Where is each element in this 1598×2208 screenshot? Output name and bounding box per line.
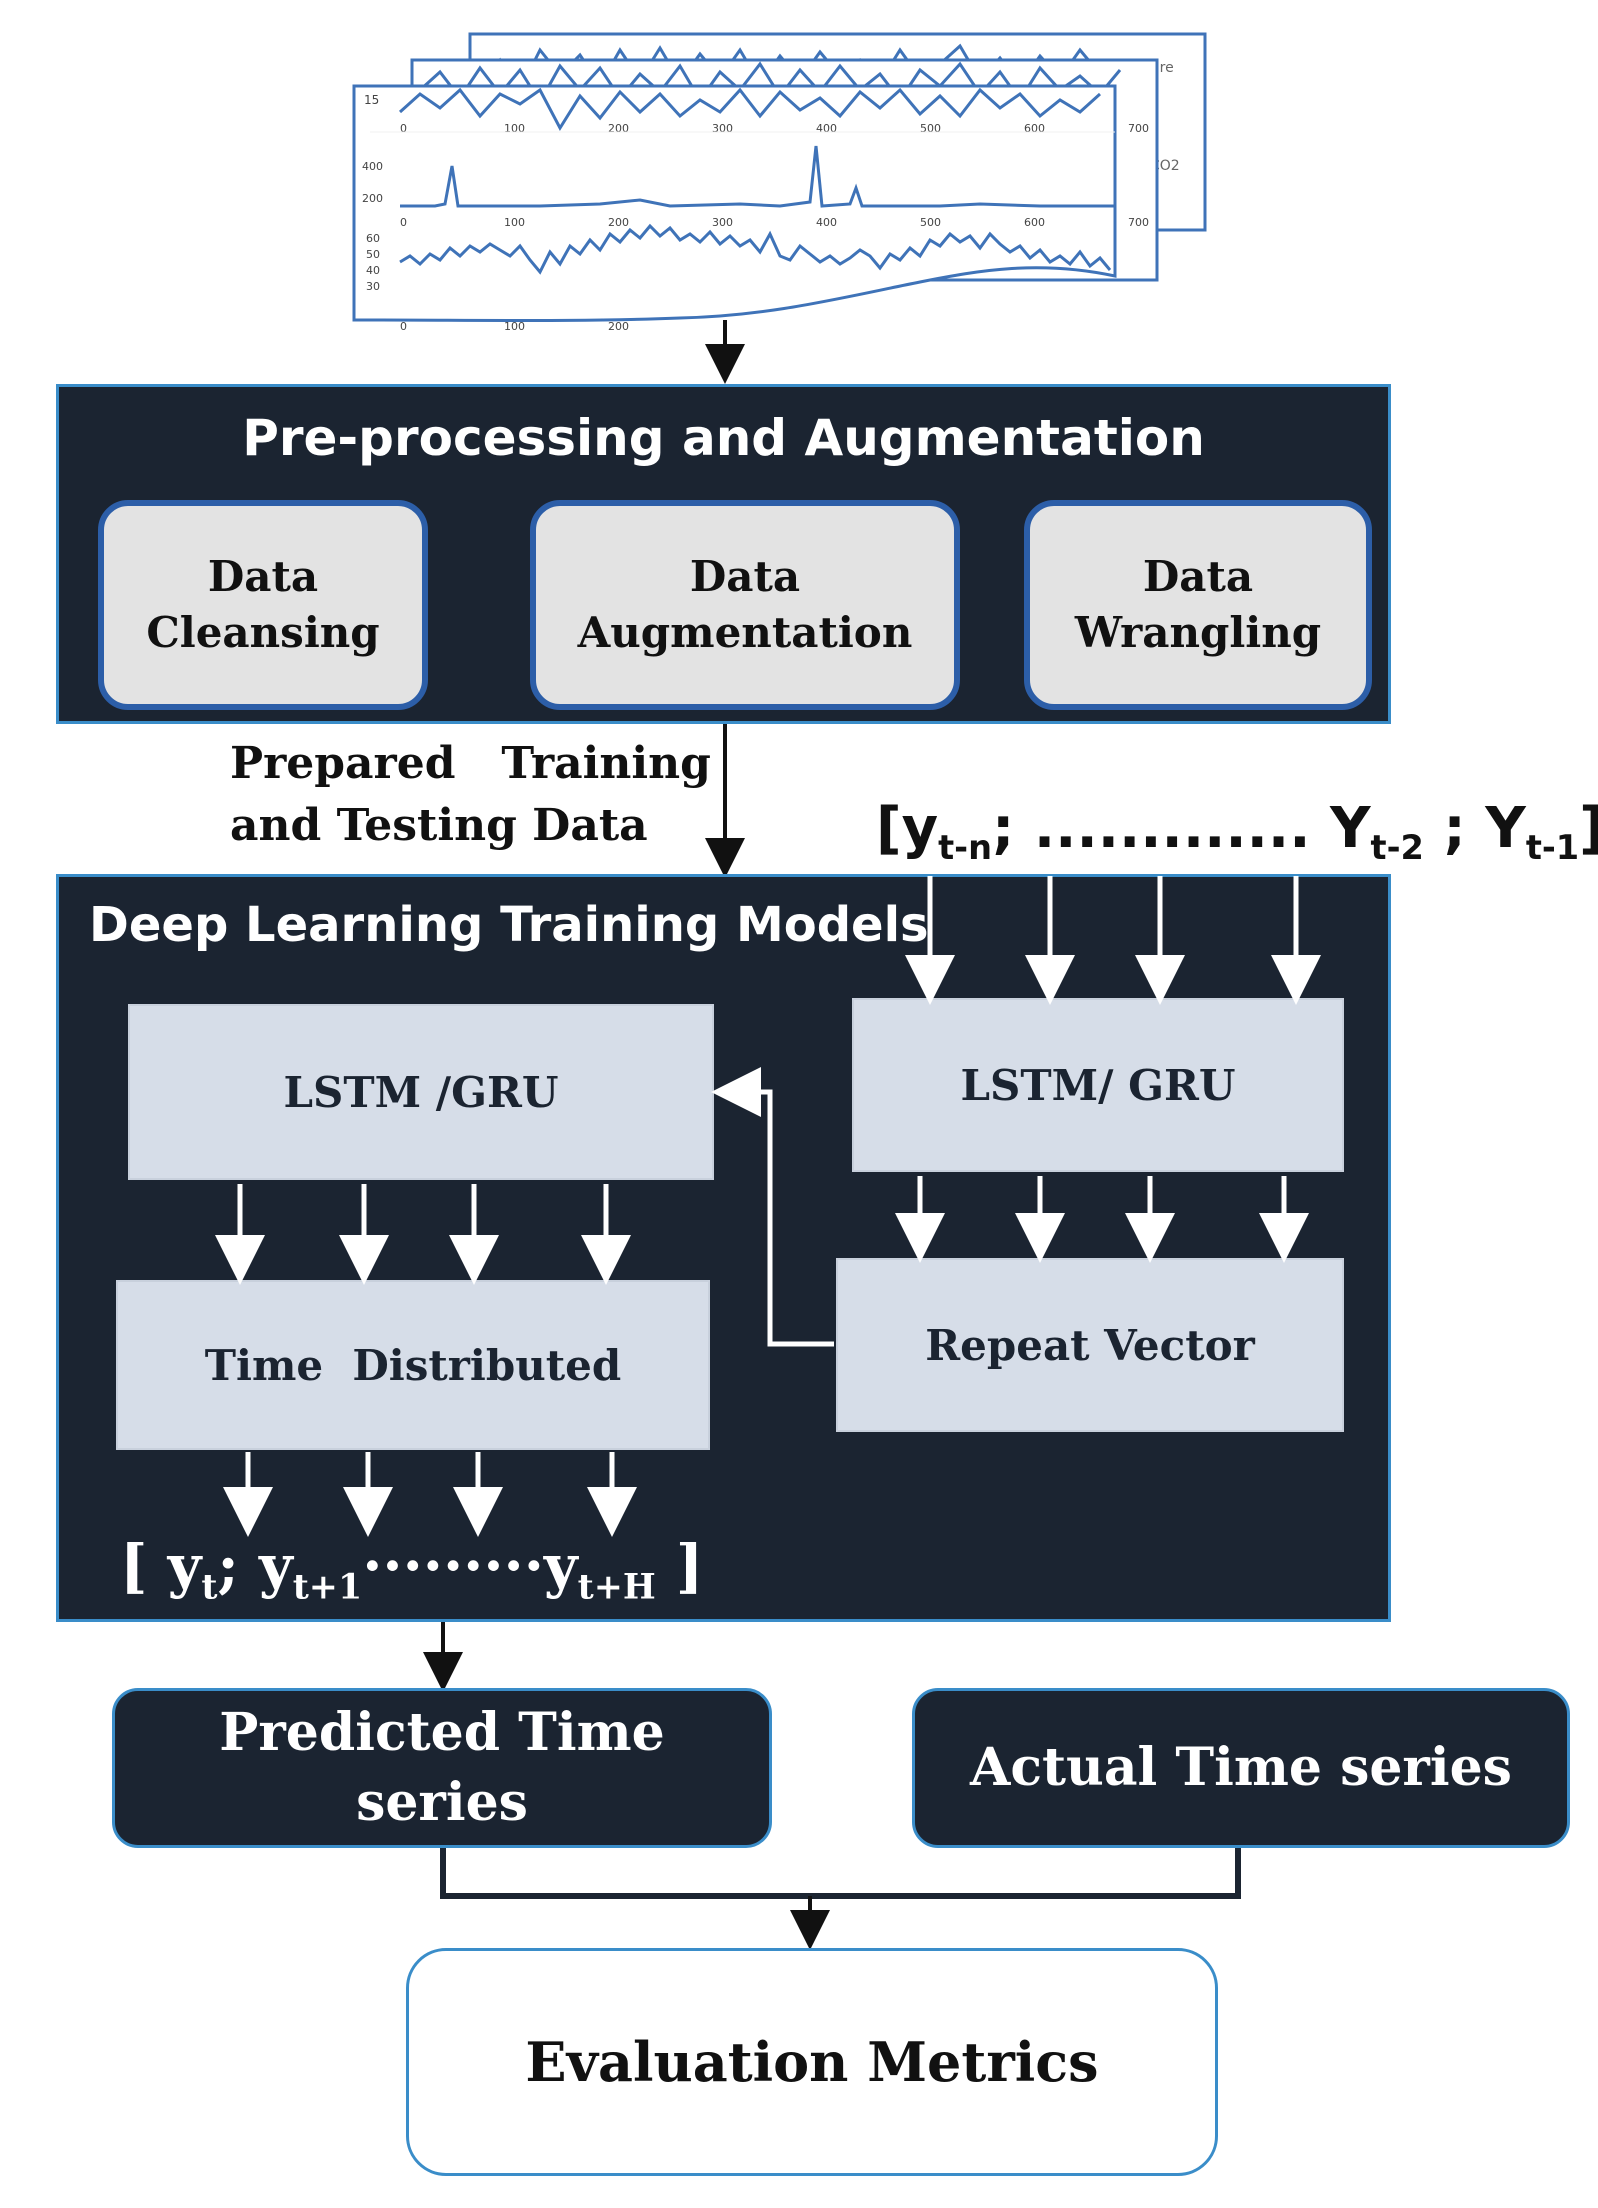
- actual-time-series-label: Actual Time series: [970, 1737, 1512, 1798]
- evaluation-metrics-label: Evaluation Metrics: [525, 2030, 1099, 2094]
- encoder-lstm-gru-box: LSTM/ GRU: [852, 998, 1344, 1172]
- data-cleansing-box: Data Cleansing: [98, 500, 428, 710]
- prepared-data-label-line1: Prepared Training: [230, 738, 711, 789]
- chart-row2-xtick-7: 700: [1128, 216, 1149, 229]
- chart-front-row1-line: [398, 87, 1102, 132]
- output-sequence-label: [ yt; yt+1·········yt+H ]: [120, 1532, 704, 1608]
- data-augmentation-box: Data Augmentation: [530, 500, 960, 710]
- data-cleansing-label: Data Cleansing: [146, 552, 380, 657]
- time-distributed-label: Time Distributed: [204, 1340, 622, 1390]
- chart-row3-ytick-0: 60: [366, 232, 380, 245]
- chart-row3-ytick-1: 50: [366, 248, 380, 261]
- chart-row3-ytick-3: 30: [366, 280, 380, 293]
- chart-row3-xtick-2: 200: [608, 320, 629, 333]
- chart-row3-xtick-0: 0: [400, 320, 407, 333]
- data-wrangling-box: Data Wrangling: [1024, 500, 1372, 710]
- input-sequence-label: [yt-n; ............. Yt-2 ; Yt-1]: [876, 796, 1598, 868]
- chart-row2-ytick-1: 200: [362, 192, 383, 205]
- chart-row3-xtick-1: 100: [504, 320, 525, 333]
- chart-row1-ytick: 15: [364, 93, 379, 107]
- decoder-lstm-gru-box: LSTM /GRU: [128, 1004, 714, 1180]
- chart-row2-xtick-5: 500: [920, 216, 941, 229]
- chart-row2-xtick-2: 200: [608, 216, 629, 229]
- chart-row3-xticks: 0 100 200: [400, 320, 629, 333]
- chart-row2-yticks: 400 200: [362, 160, 383, 205]
- chart-row2-xtick-4: 400: [816, 216, 837, 229]
- encoder-lstm-gru-label: LSTM/ GRU: [960, 1060, 1236, 1110]
- repeat-vector-label: Repeat Vector: [925, 1320, 1255, 1370]
- repeat-vector-box: Repeat Vector: [836, 1258, 1344, 1432]
- chart-front-row3-line: [399, 223, 1112, 275]
- data-augmentation-label: Data Augmentation: [577, 552, 913, 657]
- time-series-chart-stack: Temperature CO2 15 010020030040050060070…: [352, 32, 1207, 333]
- predicted-time-series-box: Predicted Time series: [112, 1688, 772, 1848]
- evaluation-metrics-box: Evaluation Metrics: [406, 1948, 1218, 2176]
- decoder-lstm-gru-label: LSTM /GRU: [283, 1067, 559, 1117]
- chart-row3-yticks: 60 50 40 30: [366, 232, 380, 293]
- chart-front-row2-line: [400, 145, 1115, 208]
- time-distributed-box: Time Distributed: [116, 1280, 710, 1450]
- chart-row1-xtick-0: 0: [400, 122, 407, 135]
- chart-row3-ytick-2: 40: [366, 264, 380, 277]
- chart-row2-ytick-0: 400: [362, 160, 383, 173]
- deep-learning-title: Deep Learning Training Models: [89, 897, 929, 953]
- actual-time-series-box: Actual Time series: [912, 1688, 1570, 1848]
- chart-row2-xticks: 0 100 200 300 400 500 600 700: [400, 216, 1149, 229]
- preprocessing-title: Pre-processing and Augmentation: [242, 409, 1205, 467]
- prepared-data-label-line2: and Testing Data: [230, 800, 648, 851]
- data-wrangling-label: Data Wrangling: [1074, 552, 1322, 657]
- chart-row2-xtick-3: 300: [712, 216, 733, 229]
- predicted-time-series-label: Predicted Time series: [219, 1702, 665, 1833]
- chart-row1-xtick-7: 700: [1128, 122, 1149, 135]
- arrow-repeat-to-decoder: [711, 1067, 834, 1347]
- chart-row2-xtick-0: 0: [400, 216, 407, 229]
- chart-row2-xtick-6: 600: [1024, 216, 1045, 229]
- connector-predicted-actual-to-evaluation: [440, 1842, 1241, 1899]
- chart-row2-xtick-1: 100: [504, 216, 525, 229]
